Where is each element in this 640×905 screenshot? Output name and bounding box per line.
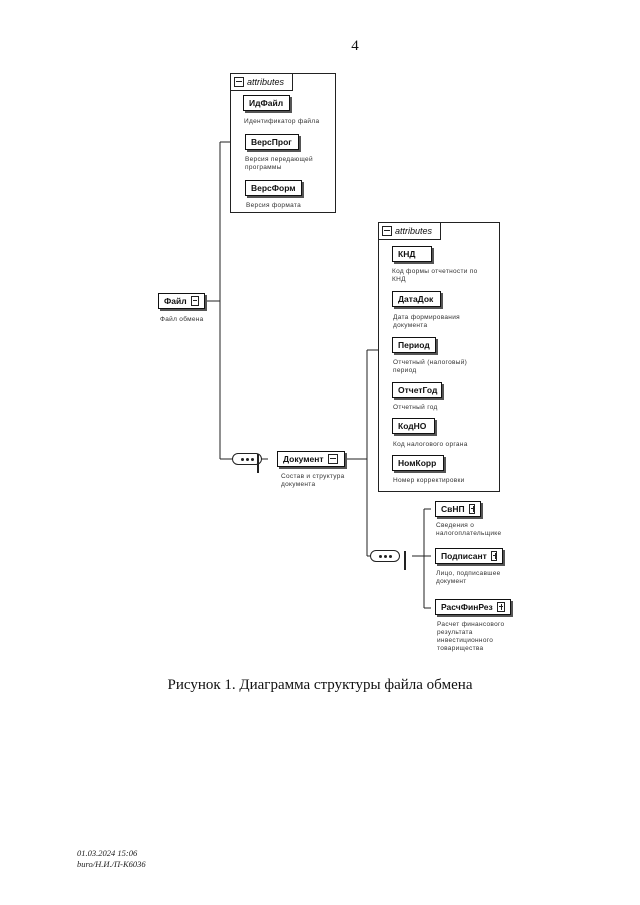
document-attributes-group: attributes <box>378 222 500 492</box>
attributes-label: attributes <box>247 77 285 87</box>
collapse-icon[interactable] <box>190 296 199 306</box>
attributes-label: attributes <box>395 226 433 236</box>
attributes-header: attributes <box>231 74 294 91</box>
collapse-icon[interactable] <box>327 454 338 464</box>
attr-versform-desc: Версия формата <box>246 202 302 209</box>
expand-icon[interactable] <box>490 551 497 561</box>
attr-idfile-desc: Идентификатор файла <box>244 118 320 125</box>
sequence-compositor-icon <box>370 550 400 562</box>
expand-icon[interactable] <box>496 602 505 612</box>
expand-icon[interactable] <box>468 504 475 514</box>
attr-otchetgod[interactable]: ОтчетГод <box>392 382 442 398</box>
element-raschfinrez[interactable]: РасчФинРез <box>435 599 511 615</box>
attr-versprog[interactable]: ВерсПрог <box>245 134 299 150</box>
document-stamp-date: 01.03.2024 15:06 <box>77 848 138 858</box>
attr-nomkorr[interactable]: НомКорр <box>392 455 444 471</box>
page-number: 4 <box>351 38 359 54</box>
attr-nomkorr-desc: Номер корректировки <box>393 477 465 484</box>
attr-period-desc: Отчетный (налоговый)период <box>393 359 468 374</box>
collapse-icon[interactable] <box>257 454 259 473</box>
attr-kodno[interactable]: КодНО <box>392 418 435 434</box>
attr-idfile[interactable]: ИдФайл <box>243 95 290 111</box>
sequence-compositor-icon <box>232 453 262 465</box>
figure-caption: Рисунок 1. Диаграмма структуры файла обм… <box>167 677 473 693</box>
element-podpisant[interactable]: Подписант <box>435 548 503 564</box>
attributes-header: attributes <box>379 223 442 240</box>
attr-versform[interactable]: ВерсФорм <box>245 180 302 196</box>
root-element-file[interactable]: Файл <box>158 293 205 309</box>
attr-period[interactable]: Период <box>392 337 436 353</box>
element-svnp[interactable]: СвНП <box>435 501 481 517</box>
collapse-icon[interactable] <box>234 77 244 87</box>
element-document[interactable]: Документ <box>277 451 345 467</box>
document-stamp-id: buro/Н.И./П-К6036 <box>77 859 146 869</box>
attr-otchetgod-desc: Отчетный год <box>393 404 438 411</box>
attr-knd[interactable]: КНД <box>392 246 432 262</box>
collapse-icon[interactable] <box>382 226 392 236</box>
attr-kodno-desc: Код налогового органа <box>393 441 468 448</box>
collapse-icon[interactable] <box>404 551 406 570</box>
attr-datadok[interactable]: ДатаДок <box>392 291 441 307</box>
root-element-desc: Файл обмена <box>160 316 204 323</box>
